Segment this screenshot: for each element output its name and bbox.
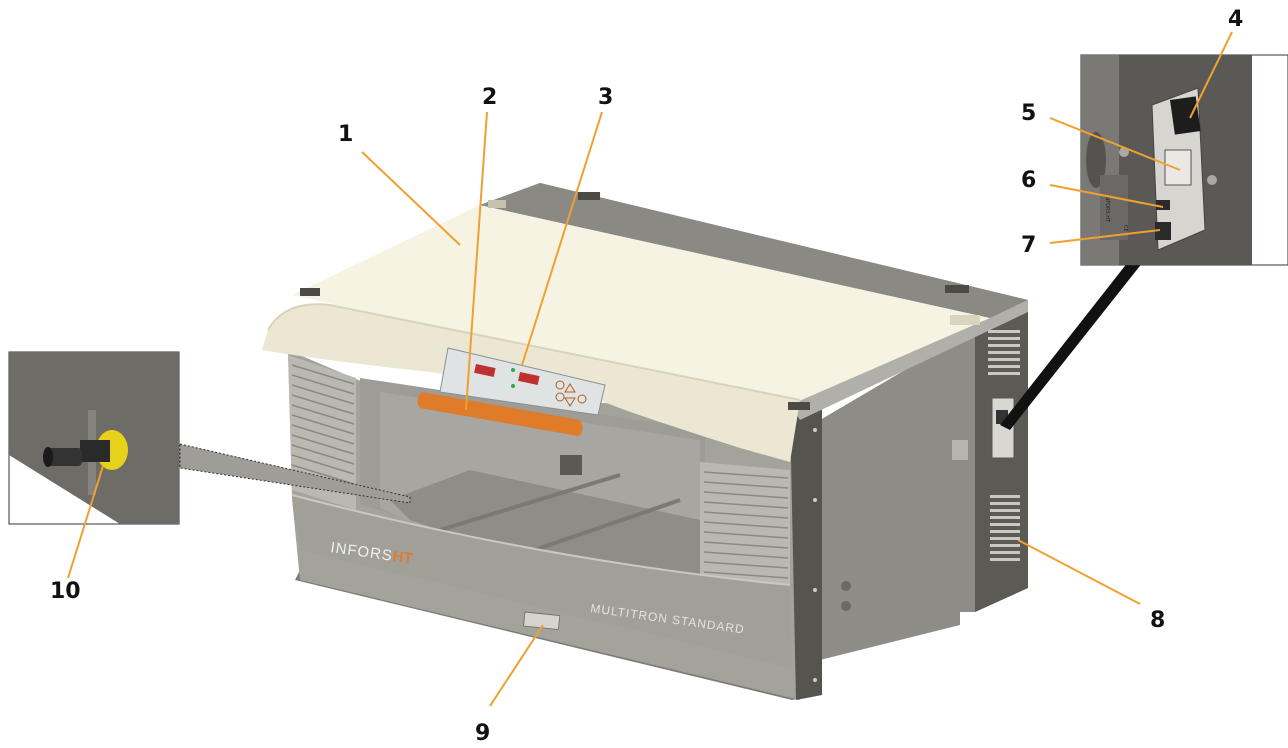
- shaker-platform: [390, 470, 700, 590]
- bolt-1: [813, 428, 817, 432]
- callout-9: 9: [475, 721, 490, 746]
- lid-clip-f: [950, 315, 980, 325]
- key-down: [555, 392, 565, 402]
- display-right: [518, 372, 540, 385]
- lid-rear-strip: [480, 183, 1028, 318]
- callout-line-8: [1017, 539, 1141, 605]
- water-drain-connector: [46, 448, 82, 466]
- callout-8: 8: [1150, 608, 1165, 633]
- callout-line-3: [521, 111, 603, 366]
- zoom-wedge-left-dots: [179, 443, 411, 504]
- fuse-compartment: [1156, 200, 1170, 210]
- lid-clip-c: [300, 288, 320, 296]
- status-led-a: [511, 368, 515, 372]
- callout-6: 6: [1021, 168, 1036, 193]
- callout-4: 4: [1228, 7, 1243, 32]
- lid-right-edge: [790, 300, 1028, 420]
- callout-5: 5: [1021, 101, 1036, 126]
- key-alarm: [564, 383, 576, 393]
- power-switch: [1170, 96, 1201, 135]
- callout-numbers: 1 2 3 4 5 6 7 8 9 10: [50, 7, 1243, 746]
- key-enter: [577, 394, 587, 404]
- lid-clip-a: [488, 200, 506, 208]
- callout-1: 1: [338, 122, 353, 147]
- ventilation-grille: [990, 495, 1020, 561]
- callout-line-5: [1049, 117, 1181, 171]
- bolt-4: [813, 678, 817, 682]
- key-up: [555, 380, 565, 390]
- platform-rail-b: [519, 498, 681, 557]
- display-left: [474, 364, 496, 377]
- right-pillar: [790, 408, 822, 700]
- callout-line-10: [67, 465, 104, 579]
- callout-10: 10: [50, 579, 81, 604]
- bolt-3: [813, 588, 817, 592]
- left-vent-panel: [288, 355, 356, 510]
- front-band-edge: [291, 494, 791, 586]
- platform-clamp: [560, 455, 582, 475]
- callout-2: 2: [482, 85, 497, 110]
- housing-lid: [292, 205, 990, 405]
- callout-lines: [67, 31, 1233, 707]
- power-module-detail: INFORS HT CE: [1000, 54, 1288, 430]
- right-vents: [703, 471, 789, 579]
- key-minus: [564, 397, 576, 407]
- callout-line-1: [361, 151, 461, 246]
- callout-line-9: [489, 624, 544, 707]
- platform-rail-a: [439, 473, 621, 532]
- rear-vents-upper: [988, 330, 1020, 375]
- zoom-wedge-right: [1000, 262, 1143, 430]
- handle: [417, 392, 583, 436]
- callout-line-4: [1189, 31, 1233, 119]
- side-port-b: [841, 601, 851, 611]
- callout-line-7: [1049, 229, 1161, 244]
- shaker-incubator: INFORSHT MULTITRON STANDARD: [262, 183, 1028, 700]
- detail-ce-mark: CE: [1122, 225, 1128, 232]
- callout-line-2: [465, 111, 488, 411]
- callout-3: 3: [598, 85, 613, 110]
- detail-shadow-hole: [1086, 132, 1106, 188]
- bolt-2: [813, 498, 817, 502]
- callout-7: 7: [1021, 233, 1036, 258]
- fuse-holder: [1164, 149, 1192, 186]
- side-port-a: [841, 581, 851, 591]
- lid-clip-d: [945, 285, 969, 293]
- zoom-wedge-left: [180, 444, 410, 503]
- detail-label-plate: [1100, 175, 1128, 240]
- detail-panel-label: INFORS HT: [1104, 195, 1110, 223]
- lid-lip-line: [267, 303, 801, 401]
- status-led-b: [511, 384, 515, 388]
- left-vents: [291, 364, 355, 495]
- side-label: [952, 440, 968, 460]
- front-lower-band: [292, 495, 792, 668]
- detail-screw-bottom: [1207, 175, 1217, 185]
- callout-line-6: [1049, 184, 1164, 208]
- lid-clip-b: [578, 192, 600, 200]
- drain-connector-detail: [8, 351, 411, 525]
- lid-clip-e: [788, 402, 810, 410]
- power-socket: [1155, 222, 1171, 240]
- connector-body: [80, 440, 110, 462]
- connector-tip: [43, 447, 53, 467]
